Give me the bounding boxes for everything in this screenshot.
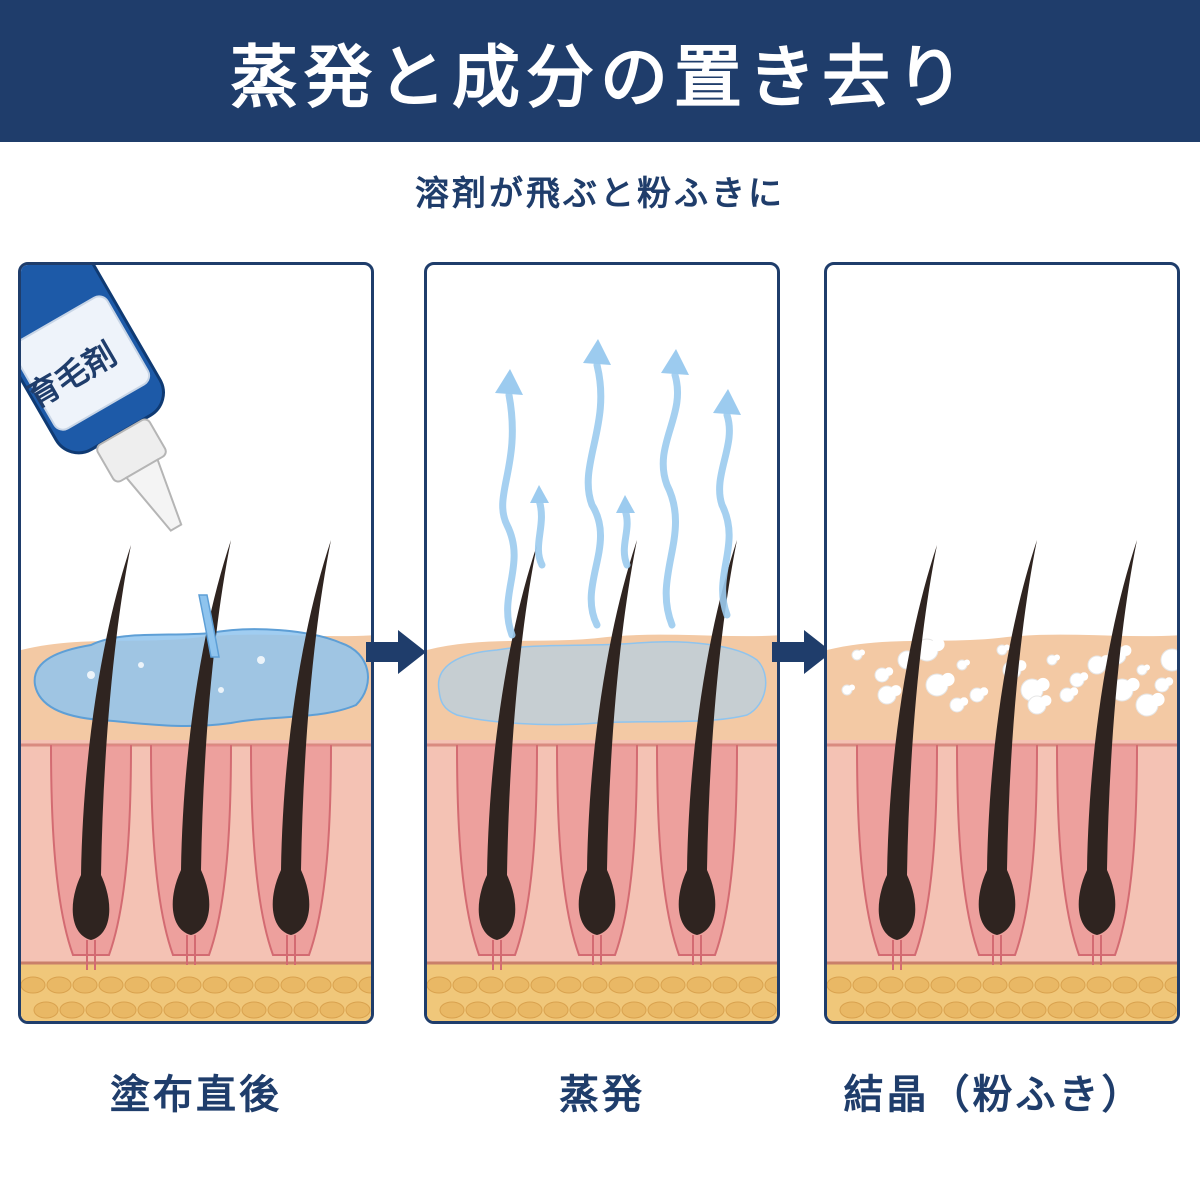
page-title: 蒸発と成分の置き去り bbox=[229, 38, 970, 118]
panel-evaporation bbox=[424, 262, 780, 1024]
bottle-icon: 育毛剤 bbox=[21, 265, 183, 532]
subtitle: 溶剤が飛ぶと粉ふきに bbox=[415, 174, 785, 214]
drip bbox=[198, 594, 220, 658]
hair-strands bbox=[72, 540, 331, 970]
caption-application: 塗布直後 bbox=[110, 1072, 282, 1118]
skin-diagram-evaporation bbox=[427, 339, 777, 1021]
arrow-right-icon bbox=[770, 628, 834, 680]
hair-strands bbox=[878, 540, 1137, 970]
skin-diagram-crystallization bbox=[827, 540, 1177, 1021]
skin-diagram-application: 育毛剤 bbox=[21, 265, 371, 1021]
caption-crystallization: 結晶（粉ふき） bbox=[843, 1072, 1145, 1118]
panel-application: 育毛剤 bbox=[18, 262, 374, 1024]
caption-evaporation: 蒸発 bbox=[559, 1072, 645, 1118]
panel-crystallization bbox=[824, 262, 1180, 1024]
title-banner: 蒸発と成分の置き去り bbox=[0, 0, 1200, 142]
hair-strands bbox=[478, 540, 737, 970]
vapor-arrows bbox=[495, 339, 741, 639]
arrow-right-icon bbox=[364, 628, 428, 680]
